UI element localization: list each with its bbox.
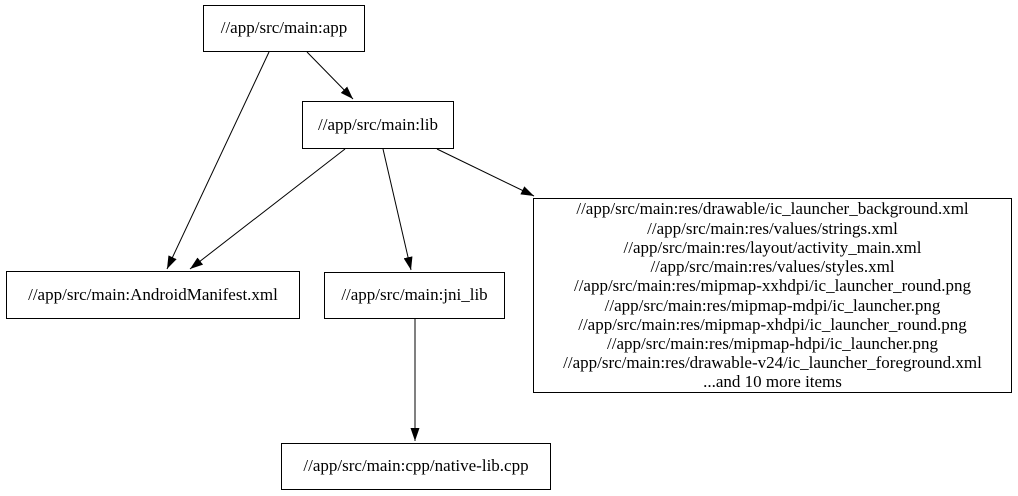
edge-lib-to-resfiles (436, 148, 535, 197)
node-nativelibcpp: //app/src/main:cpp/native-lib.cpp (281, 443, 551, 490)
edge-lib-to-jnilib (382, 148, 413, 271)
edge-lib-to-androidmanifest (189, 148, 346, 270)
res-file-line: //app/src/main:res/mipmap-xxhdpi/ic_laun… (573, 276, 972, 296)
edge-app-to-androidmanifest (166, 51, 270, 270)
node-lib-label: //app/src/main:lib (318, 114, 438, 134)
node-androidmanifest-label: //app/src/main:AndroidManifest.xml (28, 284, 278, 304)
res-file-line: //app/src/main:res/drawable/ic_launcher_… (576, 199, 969, 219)
node-jnilib: //app/src/main:jni_lib (324, 272, 505, 319)
node-app-label: //app/src/main:app (220, 18, 348, 38)
node-jnilib-label: //app/src/main:jni_lib (341, 285, 488, 305)
res-file-more-items: ...and 10 more items (703, 372, 842, 392)
res-file-line: //app/src/main:res/drawable-v24/ic_launc… (563, 353, 982, 373)
res-file-line: //app/src/main:res/mipmap-hdpi/ic_launch… (607, 333, 938, 353)
res-file-line: //app/src/main:res/layout/activity_main.… (623, 237, 922, 257)
res-file-line: //app/src/main:res/values/strings.xml (647, 218, 898, 238)
node-androidmanifest: //app/src/main:AndroidManifest.xml (6, 271, 300, 319)
res-file-line: //app/src/main:res/values/styles.xml (650, 257, 895, 277)
res-file-line: //app/src/main:res/mipmap-xhdpi/ic_launc… (578, 314, 967, 334)
node-resfiles: //app/src/main:res/drawable/ic_launcher_… (533, 198, 1012, 393)
node-lib: //app/src/main:lib (302, 101, 454, 149)
edge-app-to-lib (306, 51, 354, 100)
node-nativelibcpp-label: //app/src/main:cpp/native-lib.cpp (303, 456, 529, 476)
node-app: //app/src/main:app (203, 5, 365, 52)
res-file-line: //app/src/main:res/mipmap-mdpi/ic_launch… (604, 295, 941, 315)
